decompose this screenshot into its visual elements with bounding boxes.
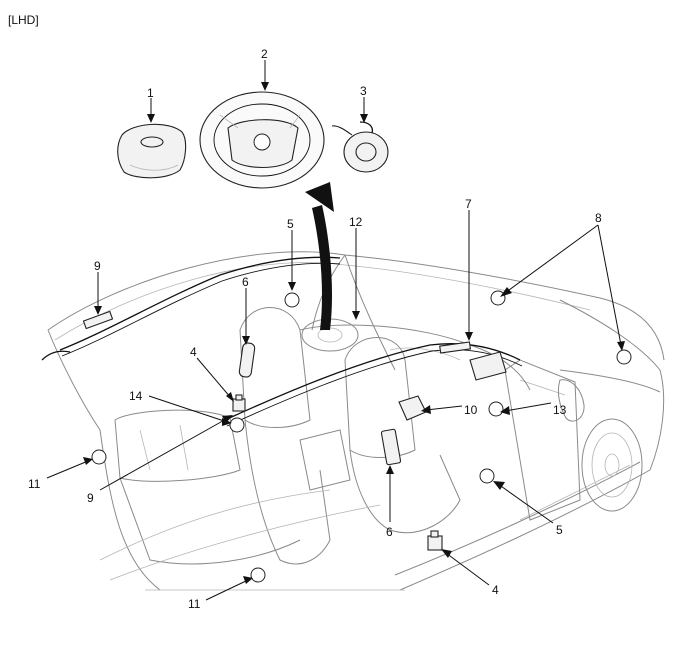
marker-11-upper [91, 449, 107, 465]
marker-5-lower [479, 468, 495, 484]
marker-5-upper [284, 292, 300, 308]
curtain-airbag-left [41, 256, 341, 361]
passenger-airbag-icon [469, 351, 507, 381]
callout-5-upper: 5 [287, 217, 294, 231]
assembly-arrow-icon [305, 182, 334, 330]
pretensioner-right-icon [380, 428, 402, 466]
marker-8-b [616, 349, 632, 365]
variant-label: [LHD] [8, 13, 39, 27]
side-impact-sensor-rear-icon [427, 530, 443, 551]
callout-labels: 1 2 3 4 4 5 5 6 6 7 8 9 9 10 11 11 12 13… [28, 47, 602, 611]
callout-10: 10 [464, 403, 478, 417]
callout-3: 3 [360, 84, 367, 98]
leader-lines [46, 60, 625, 601]
marker-13 [488, 401, 504, 417]
marker-8-a [490, 290, 506, 306]
callout-4-upper: 4 [190, 345, 197, 359]
pretensioner-left-icon [238, 342, 256, 378]
callout-8: 8 [595, 211, 602, 225]
callout-6-upper: 6 [242, 275, 249, 289]
srs-control-module-icon [398, 395, 427, 421]
callout-6-lower: 6 [386, 525, 393, 539]
callout-4-lower: 4 [492, 583, 499, 597]
location-markers [91, 290, 632, 583]
callout-5-lower: 5 [556, 523, 563, 537]
callout-14: 14 [129, 389, 143, 403]
callout-12: 12 [349, 215, 363, 229]
steering-wheel-icon [199, 91, 325, 189]
clock-spring-icon [331, 121, 389, 173]
callout-11-lower: 11 [188, 597, 201, 611]
callout-9-upper: 9 [94, 259, 101, 273]
marker-11-lower [250, 567, 266, 583]
callout-9-lower: 9 [87, 491, 94, 505]
side-impact-sensor-front-icon [232, 394, 246, 412]
callout-11-upper: 11 [28, 477, 41, 491]
callout-13: 13 [553, 403, 567, 417]
marker-14 [229, 417, 245, 433]
callout-7: 7 [465, 197, 472, 211]
curtain-airbag-right [224, 341, 523, 427]
driver-airbag-module-icon [117, 123, 187, 179]
callout-2: 2 [261, 47, 268, 61]
callout-1: 1 [147, 86, 154, 100]
vehicle-outline [47, 251, 665, 591]
